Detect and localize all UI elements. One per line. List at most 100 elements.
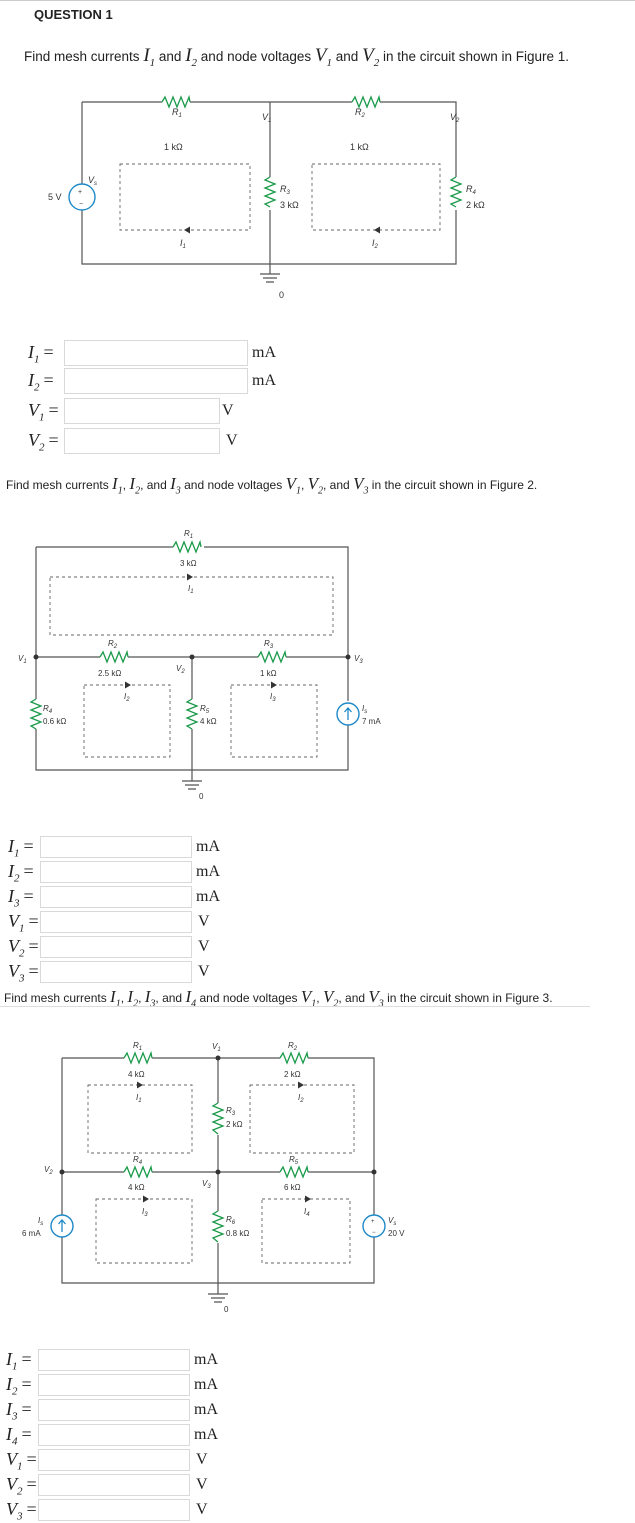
svg-text:V3: V3	[202, 1179, 211, 1190]
node-v1	[215, 1055, 221, 1061]
svg-text:−: −	[79, 201, 83, 208]
svg-text:2.5 kΩ: 2.5 kΩ	[98, 669, 121, 678]
svg-text:Vs: Vs	[388, 1216, 396, 1227]
svg-text:0.6 kΩ: 0.6 kΩ	[43, 717, 66, 726]
voltage-source-vs	[68, 183, 96, 211]
svg-text:I3: I3	[270, 692, 276, 703]
svg-text:I2: I2	[372, 238, 379, 250]
svg-text:I1: I1	[188, 584, 194, 595]
svg-text:0: 0	[199, 792, 204, 801]
p1-unit-v1: V	[222, 402, 234, 419]
mesh-i1-arrow	[137, 1081, 143, 1089]
svg-text:R6: R6	[226, 1215, 236, 1226]
svg-text:3 kΩ: 3 kΩ	[180, 559, 197, 568]
p2-label-i1: I1=	[8, 836, 34, 860]
figure1-circuit: + − R1 1 kΩ R2 1 kΩ R3 3 kΩ R4 2 kΩ Vs 5…	[48, 94, 485, 300]
resistor-r1	[172, 539, 202, 554]
p2-answer-i2[interactable]	[40, 861, 192, 883]
p2-answer-v2[interactable]	[40, 936, 192, 958]
svg-text:Is: Is	[362, 704, 367, 715]
p2-answer-i1[interactable]	[40, 836, 192, 858]
svg-text:1 kΩ: 1 kΩ	[260, 669, 277, 678]
p3-answer-v1[interactable]	[38, 1449, 190, 1471]
p1-unit-v2: V	[226, 432, 238, 449]
resistor-r5	[185, 698, 199, 730]
svg-text:1 kΩ: 1 kΩ	[164, 142, 183, 152]
p2-answer-v3[interactable]	[40, 961, 192, 983]
question-title: QUESTION 1	[34, 7, 113, 22]
svg-text:5 V: 5 V	[48, 192, 62, 202]
mesh-i3-arrow	[271, 681, 277, 689]
p1-label-i2: I2=	[28, 370, 54, 394]
svg-text:R2: R2	[355, 107, 366, 119]
problem3-divider	[0, 1006, 590, 1007]
mesh-i2	[311, 163, 441, 231]
svg-text:6 kΩ: 6 kΩ	[284, 1183, 301, 1192]
svg-text:7 mA: 7 mA	[362, 717, 381, 726]
p3-label-v1: V1=	[6, 1449, 37, 1473]
node-v3	[345, 654, 351, 660]
p3-label-i3: I3=	[6, 1399, 32, 1423]
mesh-i1	[87, 1084, 193, 1154]
p1-unit-i1: mA	[252, 344, 276, 361]
p3-answer-i2[interactable]	[38, 1374, 190, 1396]
svg-text:I3: I3	[142, 1207, 148, 1218]
resistor-r3	[211, 1102, 225, 1135]
p3-label-i4: I4=	[6, 1424, 32, 1448]
ground-symbol	[208, 1283, 228, 1303]
mesh-i2-arrow	[374, 226, 380, 234]
p3-answer-v2[interactable]	[38, 1474, 190, 1496]
p3-answer-v3[interactable]	[38, 1499, 190, 1521]
p1-answer-i2[interactable]	[64, 368, 248, 394]
p3-unit-v2: V	[196, 1476, 208, 1493]
p2-unit-v1: V	[198, 913, 210, 930]
p2-label-i3: I3=	[8, 886, 34, 910]
p1-label-v2: V2=	[28, 430, 59, 454]
voltage-source-vs	[362, 1214, 386, 1238]
resistor-r3	[263, 176, 277, 208]
svg-text:V1: V1	[262, 112, 271, 124]
problem1-prompt: Find mesh currents I1 and I2 and node vo…	[24, 45, 570, 69]
svg-text:Is: Is	[38, 1216, 43, 1227]
mesh-i1	[49, 576, 334, 636]
figure2-circuit: R1 3 kΩ R2 2.5 kΩ R3 1 kΩ R4 0.6 kΩ R5 4…	[18, 529, 381, 801]
svg-text:1 kΩ: 1 kΩ	[350, 142, 369, 152]
svg-text:R3: R3	[226, 1106, 236, 1117]
p3-answer-i1[interactable]	[38, 1349, 190, 1371]
svg-text:0: 0	[279, 290, 284, 300]
svg-text:+: +	[78, 189, 82, 196]
mesh-i1-arrow	[184, 226, 190, 234]
p3-unit-i2: mA	[194, 1376, 218, 1393]
p2-answer-v1[interactable]	[40, 911, 192, 933]
p1-answer-v2[interactable]	[64, 428, 220, 454]
mesh-i3	[230, 684, 318, 758]
svg-text:I4: I4	[304, 1207, 310, 1218]
svg-text:3 kΩ: 3 kΩ	[280, 200, 299, 210]
p2-answer-i3[interactable]	[40, 886, 192, 908]
p3-answer-i3[interactable]	[38, 1399, 190, 1421]
svg-text:0: 0	[224, 1305, 229, 1314]
mesh-i3-arrow	[143, 1195, 149, 1203]
svg-text:R4: R4	[133, 1155, 143, 1166]
p3-unit-i1: mA	[194, 1351, 218, 1368]
figure3-circuit: + − R1 4 kΩ R2 2 kΩ R3 2 kΩ R4 4 kΩ R5 6…	[22, 1041, 405, 1314]
ground-symbol	[182, 770, 202, 790]
svg-text:R5: R5	[200, 704, 210, 715]
p1-answer-v1[interactable]	[64, 398, 220, 424]
p2-unit-i2: mA	[196, 863, 220, 880]
svg-text:4 kΩ: 4 kΩ	[200, 717, 217, 726]
node-v3	[215, 1169, 221, 1175]
svg-text:R2: R2	[288, 1041, 298, 1052]
svg-text:V1: V1	[18, 654, 27, 665]
svg-text:−: −	[372, 1230, 376, 1236]
p3-answer-i4[interactable]	[38, 1424, 190, 1446]
p1-answer-i1[interactable]	[64, 340, 248, 366]
p3-label-i2: I2=	[6, 1374, 32, 1398]
svg-text:Vs: Vs	[88, 175, 97, 187]
p2-unit-v3: V	[198, 963, 210, 980]
p3-label-v2: V2=	[6, 1474, 37, 1498]
svg-text:20 V: 20 V	[388, 1229, 405, 1238]
svg-text:I2: I2	[298, 1093, 304, 1104]
svg-text:R1: R1	[184, 529, 193, 540]
p2-unit-i1: mA	[196, 838, 220, 855]
